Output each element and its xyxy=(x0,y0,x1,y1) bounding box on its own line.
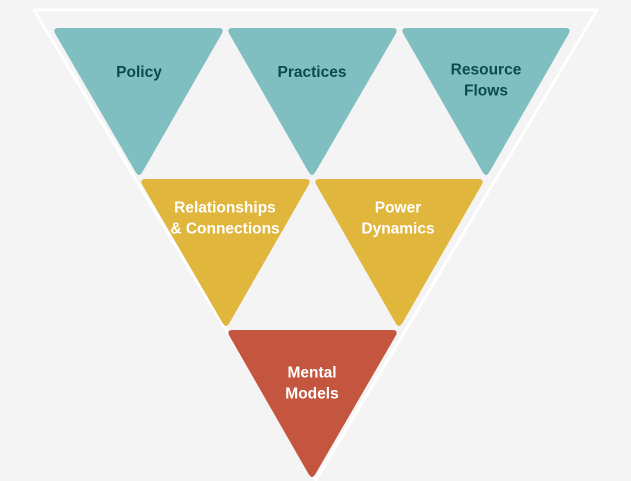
triangle-policy: Policy xyxy=(54,28,223,175)
triangle-label-line: Practices xyxy=(278,64,347,81)
triangle-label-line: Flows xyxy=(464,83,508,100)
triangle-label-line: Models xyxy=(285,386,338,403)
triangle-label-relationships-connections: Relationships & Connections xyxy=(170,200,279,238)
outer-inverted-triangle-outline xyxy=(32,8,599,481)
triangle-shape-practices xyxy=(228,28,397,175)
triangle-label-policy: Policy xyxy=(116,64,162,81)
triangle-shape-relationships-connections xyxy=(141,179,310,326)
triangle-label-line: Relationships xyxy=(174,200,276,217)
triangle-shape-power-dynamics xyxy=(315,179,483,326)
triangle-relationships-connections: Relationships & Connections xyxy=(141,179,310,326)
triangle-shape-resource-flows xyxy=(402,28,570,175)
triangle-label-line: Resource xyxy=(451,62,522,79)
triangle-label-line: Dynamics xyxy=(361,221,434,238)
triangle-label-line: Mental xyxy=(287,365,336,382)
triangle-label-line: Power xyxy=(375,200,422,217)
triangle-shape-policy xyxy=(54,28,223,175)
triangle-label-line: & Connections xyxy=(170,221,279,238)
triangle-label-practices: Practices xyxy=(278,64,347,81)
triangle-practices: Practices xyxy=(228,28,397,175)
triangle-shape-mental-models xyxy=(228,330,397,477)
triangle-label-line: Policy xyxy=(116,64,162,81)
